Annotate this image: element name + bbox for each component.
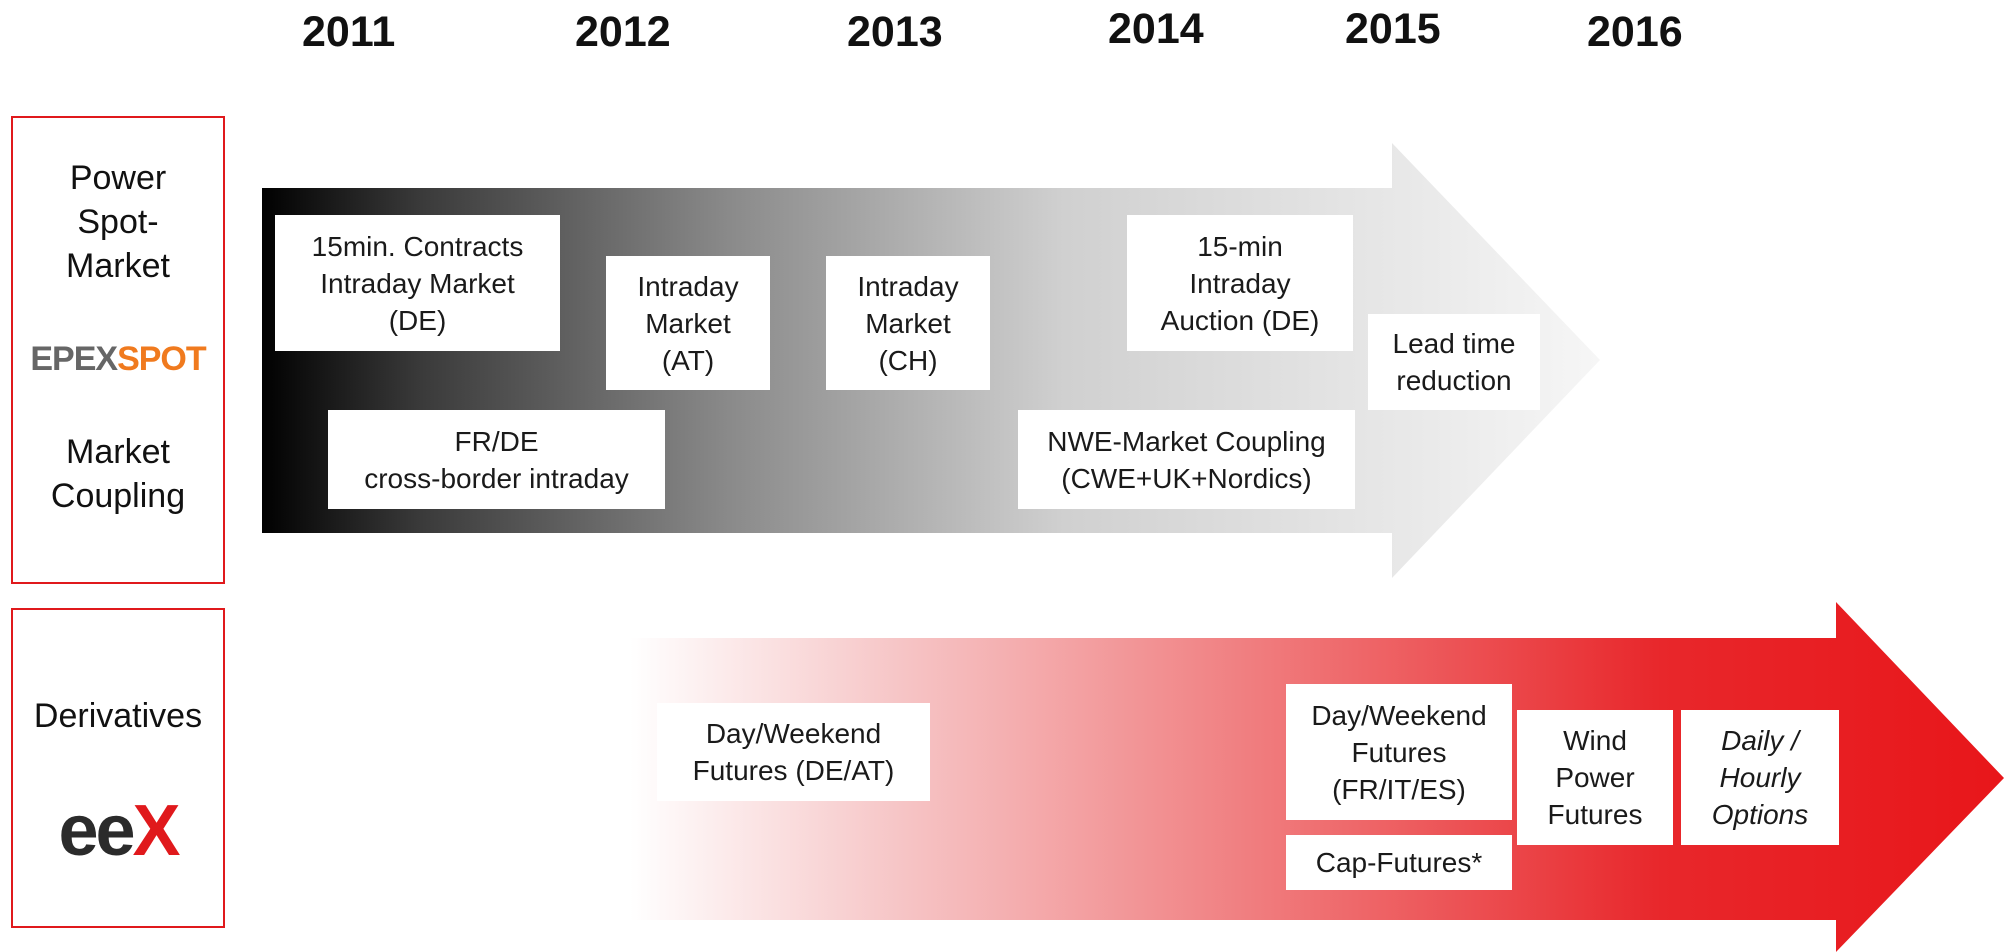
milestone-line: cross-border intraday <box>364 462 629 494</box>
eex-logo: eeX <box>13 790 223 872</box>
milestone-line: reduction <box>1396 365 1512 396</box>
milestone-line: Futures <box>1351 736 1447 768</box>
milestone-line: (AT) <box>661 344 715 376</box>
milestone-line: Futures <box>1547 799 1643 830</box>
panel-title-line: Spot- <box>77 203 159 241</box>
milestone-line: Market <box>865 307 951 339</box>
milestone-line: Daily / <box>1721 725 1799 756</box>
milestone-line: NWE-Market Coupling <box>1047 425 1326 457</box>
year-label: 2016 <box>1587 8 1683 56</box>
milestone-line: Intraday <box>857 270 959 302</box>
panel-title: Derivatives <box>33 697 203 735</box>
milestone-line: 15-min <box>1197 230 1283 262</box>
milestone-line: Market <box>645 307 731 339</box>
milestone-line: Options <box>1711 799 1809 830</box>
milestone-line: (CH) <box>878 344 938 376</box>
milestone-box: Cap-Futures* <box>1286 835 1512 890</box>
epex-spot-logo: EPEXSPOT <box>13 340 223 379</box>
milestone-line: Cap-Futures* <box>1315 847 1483 878</box>
milestone-box: FR/DE cross-border intraday <box>328 410 665 509</box>
eex-logo-part: ee <box>58 791 135 871</box>
milestone-line: Lead time <box>1392 328 1516 359</box>
milestone-line: Intraday Market <box>320 267 515 299</box>
derivatives-panel: Derivatives eeX <box>11 608 225 928</box>
panel-subtitle-line: Market <box>66 433 170 471</box>
milestone-line: (FR/IT/ES) <box>1332 773 1466 805</box>
milestone-line: Hourly <box>1719 762 1801 793</box>
milestone-line: 15min. Contracts <box>311 230 524 262</box>
milestone-line: FR/DE <box>454 425 539 457</box>
milestone-line: Day/Weekend <box>1311 699 1487 731</box>
milestone-line: Day/Weekend <box>705 718 882 749</box>
panel-title-line: Power <box>69 159 167 197</box>
milestone-line: (DE) <box>388 304 447 336</box>
epex-logo-part: SPOT <box>117 340 207 378</box>
milestone-line: Auction (DE) <box>1160 304 1320 336</box>
milestone-line: (CWE+UK+Nordics) <box>1061 462 1312 494</box>
spot-market-panel: Power Spot- Market EPEXSPOT Market Coupl… <box>11 116 225 584</box>
year-label: 2011 <box>302 8 396 56</box>
panel-subtitle-line: Coupling <box>50 477 186 515</box>
milestone-box: NWE-Market Coupling (CWE+UK+Nordics) <box>1018 410 1355 509</box>
year-label: 2015 <box>1345 5 1441 53</box>
eex-logo-part: X <box>132 791 181 871</box>
milestone-line: Futures (DE/AT) <box>692 755 895 786</box>
year-label: 2013 <box>847 8 943 56</box>
year-label: 2012 <box>575 8 671 56</box>
panel-title-line: Market <box>66 247 170 285</box>
epex-logo-part: EPEX <box>30 340 118 378</box>
milestone-line: Wind <box>1563 725 1627 756</box>
milestone-box: Lead time reduction <box>1368 314 1540 410</box>
milestone-line: Power <box>1555 762 1635 793</box>
year-label: 2014 <box>1108 5 1204 53</box>
milestone-line: Intraday <box>637 270 739 302</box>
milestone-line: Intraday <box>1189 267 1291 299</box>
